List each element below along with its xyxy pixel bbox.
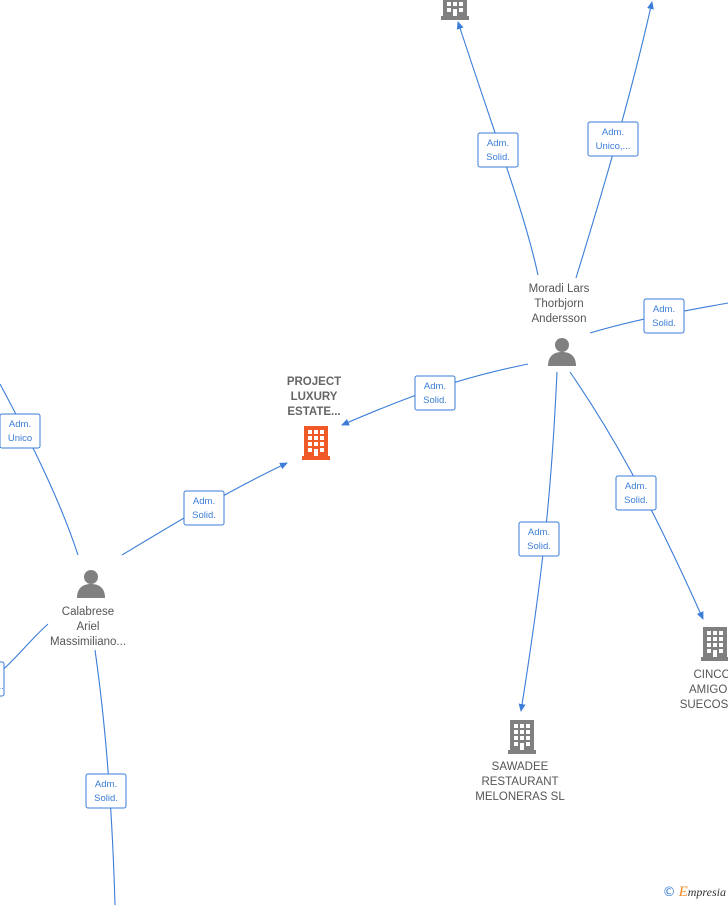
svg-text:CINCO: CINCO (693, 669, 728, 681)
svg-text:Solid.: Solid. (423, 395, 447, 406)
svg-text:Adm.: Adm. (487, 138, 509, 149)
edge-left-to-calabrese (0, 383, 79, 556)
building-icon (508, 720, 536, 754)
svg-text:Massimiliano...: Massimiliano... (50, 636, 126, 648)
person-icon (77, 570, 105, 598)
person-node-moradi[interactable]: Moradi Lars Thorbjorn Andersson (529, 283, 590, 366)
empresia-logo-initial: E (678, 884, 688, 900)
svg-text:Solid.: Solid. (624, 495, 648, 506)
edge-label[interactable]: Adm. Unico (0, 413, 41, 449)
copyright-icon: © (662, 885, 676, 900)
svg-text:Andersson: Andersson (532, 313, 587, 325)
svg-text:Adm.: Adm. (602, 127, 624, 138)
edge-label[interactable]: Adm. Solid. (85, 773, 127, 809)
svg-text:PROJECT: PROJECT (287, 376, 341, 388)
svg-text:ESTATE...: ESTATE... (287, 406, 340, 418)
svg-text:Moradi Lars: Moradi Lars (529, 283, 590, 295)
edge-label[interactable]: Adm. Solid. (518, 521, 560, 557)
svg-text:Adm.: Adm. (528, 527, 550, 538)
svg-text:Solid.: Solid. (94, 793, 118, 804)
svg-text:...: ... (0, 681, 4, 692)
building-icon (441, 0, 469, 20)
building-icon (701, 627, 728, 661)
edge-moradi-to-cinco (569, 371, 704, 620)
svg-text:Solid.: Solid. (652, 318, 676, 329)
company-node-top[interactable] (441, 0, 469, 20)
svg-text:MELONERAS SL: MELONERAS SL (475, 791, 565, 803)
svg-text:Solid.: Solid. (486, 152, 510, 163)
edge-moradi-to-top-company (456, 21, 539, 276)
person-icon (548, 338, 576, 366)
company-node-sawadee[interactable]: SAWADEE RESTAURANT MELONERAS SL (475, 720, 565, 803)
svg-text:Calabrese: Calabrese (62, 606, 114, 618)
svg-text:Thorbjorn: Thorbjorn (534, 298, 583, 310)
edge-label[interactable]: Adm. Solid. (183, 490, 225, 526)
edge-label[interactable]: Adm. Solid. (615, 475, 657, 511)
edge-calabrese-to-bottom (94, 649, 116, 905)
empresia-logo-text: mpresia (687, 885, 726, 899)
building-icon (302, 426, 330, 460)
svg-text:Adm.: Adm. (193, 496, 215, 507)
edge-label[interactable]: ... (0, 661, 5, 697)
company-node-project-luxury[interactable]: PROJECT LUXURY ESTATE... (287, 376, 341, 460)
svg-text:Adm.: Adm. (625, 481, 647, 492)
svg-text:Adm.: Adm. (9, 419, 31, 430)
svg-text:Unico,...: Unico,... (596, 141, 631, 152)
svg-text:Adm.: Adm. (424, 381, 446, 392)
svg-text:Ariel: Ariel (76, 621, 99, 633)
svg-text:Adm.: Adm. (653, 304, 675, 315)
empresia-credit[interactable]: © Empresia (663, 884, 726, 901)
person-node-calabrese[interactable]: Calabrese Ariel Massimiliano... (50, 570, 126, 648)
svg-text:LUXURY: LUXURY (291, 391, 338, 403)
svg-text:SUECOS: SUECOS (680, 699, 728, 711)
edge-label[interactable]: Adm. Solid. (643, 298, 685, 334)
svg-text:RESTAURANT: RESTAURANT (481, 776, 558, 788)
edge-label[interactable]: Adm. Solid. (477, 132, 519, 168)
edge-label[interactable]: Adm. Solid. (414, 375, 456, 411)
svg-text:Adm.: Adm. (95, 779, 117, 790)
svg-text:SAWADEE: SAWADEE (492, 761, 549, 773)
edge-calabrese-to-left (0, 623, 49, 673)
svg-text:Solid.: Solid. (527, 541, 551, 552)
edge-label[interactable]: Adm. Unico,... (587, 121, 639, 157)
svg-text:Unico: Unico (8, 433, 32, 444)
svg-text:Solid.: Solid. (192, 510, 216, 521)
